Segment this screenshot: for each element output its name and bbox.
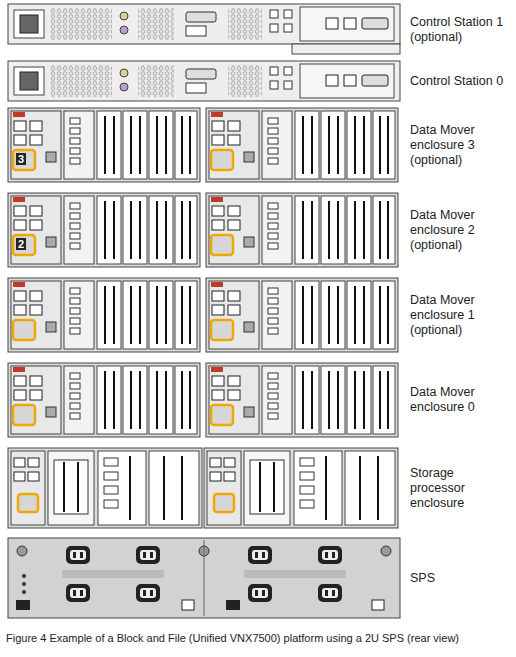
enclosure-row: Data Mover enclosure 0 <box>8 363 513 437</box>
enclosure-row: Data Mover enclosure 2 (optional) <box>8 193 513 267</box>
enclosure-label: Data Mover enclosure 1 (optional) <box>410 293 516 338</box>
enclosure-number: 3 <box>16 153 26 165</box>
figure-caption: Figure 4 Example of a Block and File (Un… <box>6 632 506 644</box>
enclosure-label: Storage processor enclosure <box>410 466 482 511</box>
enclosure-row: Control Station 1 (optional) <box>8 4 513 56</box>
enclosure-row: Control Station 0 <box>8 61 513 101</box>
enclosure-label: Data Mover enclosure 3 (optional) <box>410 123 516 168</box>
enclosure-row: Data Mover enclosure 3 (optional) <box>8 108 513 182</box>
enclosure-label: Data Mover enclosure 2 (optional) <box>410 208 516 253</box>
enclosure-label: SPS <box>410 571 516 586</box>
enclosure-row: Storage processor enclosure <box>8 448 513 528</box>
enclosure-row: SPS <box>8 538 513 618</box>
enclosure-number: 2 <box>16 238 26 250</box>
enclosure-label: Control Station 0 <box>410 74 516 89</box>
enclosure-label: Control Station 1 (optional) <box>410 15 516 45</box>
enclosure-row: Data Mover enclosure 1 (optional) <box>8 278 513 352</box>
enclosure-label: Data Mover enclosure 0 <box>410 385 516 415</box>
